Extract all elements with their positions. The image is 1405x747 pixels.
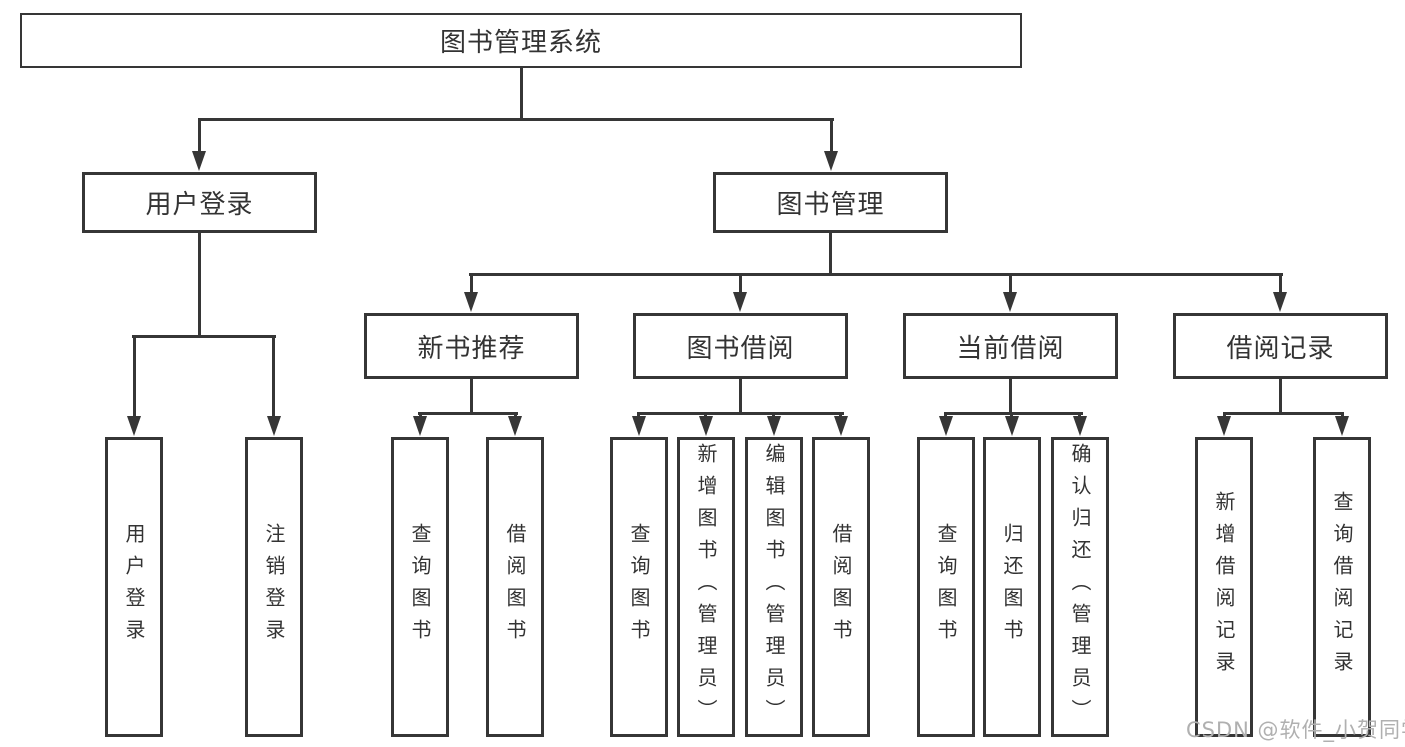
connector-line (1009, 273, 1012, 294)
connector-line (133, 335, 136, 418)
leaf-label: 确认归还（管理员） (1068, 443, 1092, 731)
connector-line (1279, 379, 1282, 412)
arrowhead-icon (632, 416, 646, 436)
leaf-label: 查询图书 (627, 523, 651, 651)
leaf-edit-books-admin: 编辑图书（管理员） (745, 437, 803, 737)
connector-line (1279, 273, 1282, 294)
arrowhead-icon (1217, 416, 1231, 436)
arrowhead-icon (192, 151, 206, 171)
node-user-login: 用户登录 (82, 172, 317, 233)
connector-line (469, 273, 1283, 276)
arrowhead-icon (767, 416, 781, 436)
node-new-book-recommend: 新书推荐 (364, 313, 579, 379)
arrowhead-icon (824, 151, 838, 171)
arrowhead-icon (733, 292, 747, 312)
leaf-label: 注销登录 (262, 523, 286, 651)
arrowhead-icon (939, 416, 953, 436)
arrowhead-icon (1073, 416, 1087, 436)
arrowhead-icon (1335, 416, 1349, 436)
arrowhead-icon (1273, 292, 1287, 312)
connector-line (739, 379, 742, 412)
leaf-label: 编辑图书（管理员） (762, 443, 786, 731)
leaf-query-books-recommend: 查询图书 (391, 437, 449, 737)
leaf-borrow-books: 借阅图书 (812, 437, 870, 737)
connector-line (637, 412, 844, 415)
connector-line (739, 273, 742, 294)
connector-line (830, 118, 833, 152)
connector-line (198, 233, 201, 335)
connector-line (944, 412, 1083, 415)
arrowhead-icon (1003, 292, 1017, 312)
leaf-label: 借阅图书 (829, 523, 853, 651)
leaf-add-borrow-record: 新增借阅记录 (1195, 437, 1253, 737)
connector-line (829, 233, 832, 273)
arrowhead-icon (699, 416, 713, 436)
leaf-label: 归还图书 (1000, 523, 1024, 651)
leaf-label: 查询图书 (408, 523, 432, 651)
connector-line (1009, 379, 1012, 412)
connector-line (1223, 412, 1344, 415)
leaf-label: 新增借阅记录 (1212, 491, 1236, 683)
csdn-watermark: CSDN @软件_小贺同学 (1186, 718, 1405, 742)
leaf-query-borrow-record: 查询借阅记录 (1313, 437, 1371, 737)
leaf-label: 新增图书（管理员） (694, 443, 718, 731)
arrowhead-icon (413, 416, 427, 436)
connector-line (198, 118, 201, 152)
connector-line (418, 412, 518, 415)
connector-line (470, 273, 473, 294)
leaf-label: 查询借阅记录 (1330, 491, 1354, 683)
leaf-logout: 注销登录 (245, 437, 303, 737)
node-current-borrowing: 当前借阅 (903, 313, 1118, 379)
leaf-add-books-admin: 新增图书（管理员） (677, 437, 735, 737)
node-book-borrowing: 图书借阅 (633, 313, 848, 379)
leaf-query-books-borrowing: 查询图书 (610, 437, 668, 737)
arrowhead-icon (1005, 416, 1019, 436)
connector-line (198, 118, 834, 121)
leaf-query-books-current: 查询图书 (917, 437, 975, 737)
connector-line (272, 335, 275, 418)
arrowhead-icon (127, 416, 141, 436)
connector-line (520, 68, 523, 118)
arrowhead-icon (508, 416, 522, 436)
leaf-label: 借阅图书 (503, 523, 527, 651)
leaf-confirm-return-admin: 确认归还（管理员） (1051, 437, 1109, 737)
leaf-return-books: 归还图书 (983, 437, 1041, 737)
node-library-management-system: 图书管理系统 (20, 13, 1022, 68)
arrowhead-icon (464, 292, 478, 312)
connector-line (132, 335, 276, 338)
leaf-borrow-books-recommend: 借阅图书 (486, 437, 544, 737)
node-book-management: 图书管理 (713, 172, 948, 233)
arrowhead-icon (267, 416, 281, 436)
leaf-label: 用户登录 (122, 523, 146, 651)
leaf-label: 查询图书 (934, 523, 958, 651)
leaf-user-login: 用户登录 (105, 437, 163, 737)
connector-line (470, 379, 473, 412)
node-borrowing-records: 借阅记录 (1173, 313, 1388, 379)
arrowhead-icon (834, 416, 848, 436)
